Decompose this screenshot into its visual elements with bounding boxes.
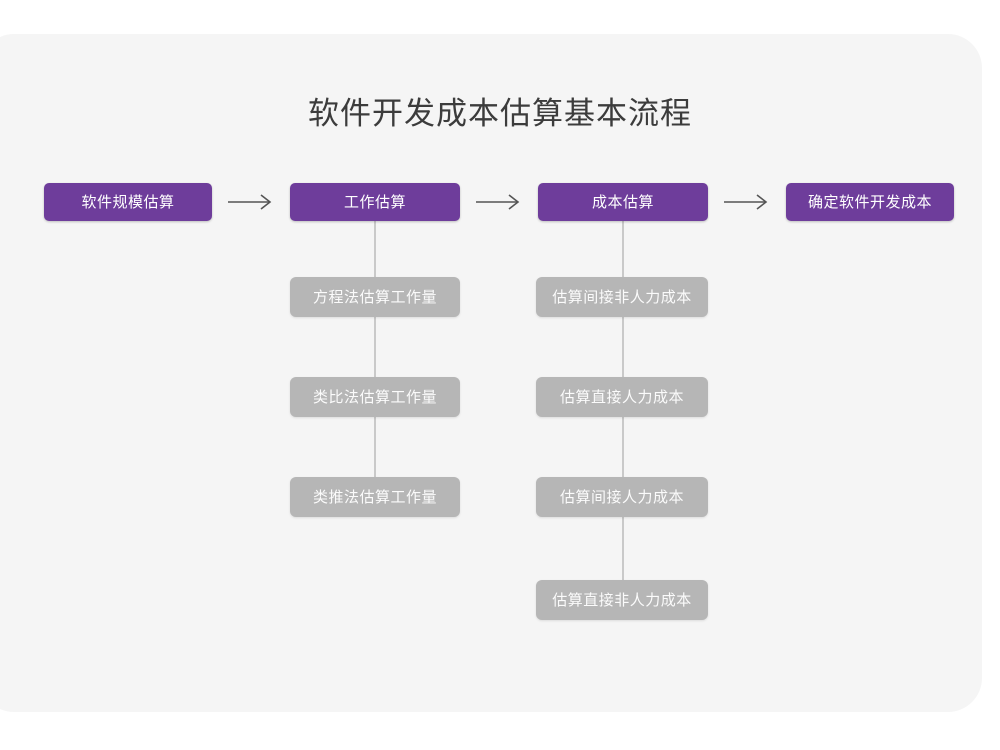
node-effort-3[interactable]: 类推法估算工作量 — [290, 477, 460, 517]
arrow-right-icon-2 — [476, 193, 522, 211]
node-step-4[interactable]: 确定软件开发成本 — [786, 183, 954, 221]
node-effort-1[interactable]: 方程法估算工作量 — [290, 277, 460, 317]
node-effort-2[interactable]: 类比法估算工作量 — [290, 377, 460, 417]
connector-column-3 — [622, 221, 624, 620]
connector-column-2 — [374, 221, 376, 517]
node-cost-4[interactable]: 估算直接非人力成本 — [536, 580, 708, 620]
page-title: 软件开发成本估算基本流程 — [308, 96, 692, 131]
node-cost-1[interactable]: 估算间接非人力成本 — [536, 277, 708, 317]
arrow-right-icon-1 — [228, 193, 274, 211]
node-cost-3[interactable]: 估算间接人力成本 — [536, 477, 708, 517]
diagram-card — [0, 34, 982, 712]
node-step-2[interactable]: 工作估算 — [290, 183, 460, 221]
node-step-1[interactable]: 软件规模估算 — [44, 183, 212, 221]
arrow-right-icon-3 — [724, 193, 770, 211]
node-step-3[interactable]: 成本估算 — [538, 183, 708, 221]
node-cost-2[interactable]: 估算直接人力成本 — [536, 377, 708, 417]
